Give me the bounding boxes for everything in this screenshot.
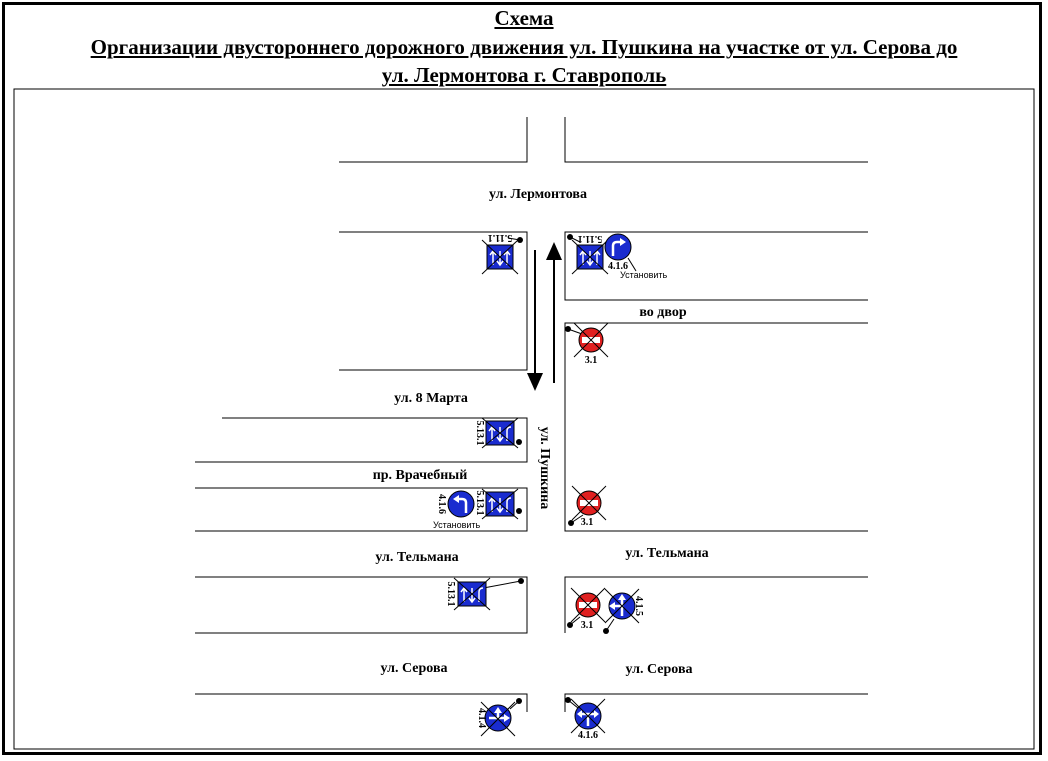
sign-code: 4.1.4 bbox=[476, 708, 487, 728]
road-edge bbox=[339, 117, 528, 163]
road-edge bbox=[564, 576, 868, 633]
lane-sign-icon: 5.11.1 bbox=[481, 232, 523, 275]
road-edges bbox=[195, 117, 868, 712]
road-edge bbox=[564, 322, 868, 532]
sign-code: 4.1.6 bbox=[608, 261, 628, 272]
sign-code: 5.13.1 bbox=[445, 582, 456, 607]
sign-code: 5.13.1 bbox=[474, 421, 485, 446]
sign-code: 3.1 bbox=[581, 620, 594, 631]
lane-sign-icon: 5.11.1 bbox=[567, 233, 609, 275]
road-edge bbox=[195, 693, 528, 712]
title-line-3: ул. Лермонтова г. Ставрополь bbox=[381, 63, 667, 87]
inner-frame bbox=[13, 88, 1035, 750]
sign-code: 5.11.1 bbox=[488, 232, 512, 243]
sign-code: 5.13.1 bbox=[474, 491, 485, 516]
straight-or-right-sign-icon: 4.1.4 bbox=[476, 698, 522, 737]
title-line-1: Схема bbox=[494, 6, 554, 30]
street-label-pushkina: ул. Пушкина bbox=[537, 427, 552, 509]
no-entry-sign-icon: 3.1 bbox=[568, 485, 607, 528]
title-line-2: Организации двустороннего дорожного движ… bbox=[90, 35, 958, 59]
street-label-telmana-right: ул. Тельмана bbox=[625, 546, 708, 561]
sign-code: 4.1.5 bbox=[633, 596, 644, 616]
street-label-serova-left: ул. Серова bbox=[381, 661, 448, 676]
lane-sign-icon: 5.13.1 bbox=[474, 417, 522, 449]
no-entry-sign-icon: 3.1 bbox=[565, 322, 609, 366]
sign-code: 4.1.6 bbox=[436, 494, 447, 514]
turn-right-sign-icon: 4.1.6 Установить bbox=[604, 233, 668, 280]
sign-note: Установить bbox=[620, 270, 668, 280]
street-label-telmana-left: ул. Тельмана bbox=[375, 550, 458, 565]
sign-note: Установить bbox=[433, 520, 481, 530]
sign-code: 4.1.6 bbox=[578, 730, 598, 741]
road-edge bbox=[195, 576, 528, 634]
lane-sign-icon: 5.13.1 bbox=[474, 488, 522, 520]
road-edge bbox=[564, 231, 868, 301]
street-label-lermontova: ул. Лермонтова bbox=[489, 187, 587, 202]
street-label-vo-dvor: во двор bbox=[639, 305, 687, 320]
road-edge bbox=[195, 417, 528, 463]
straight-or-left-sign-icon: 4.1.5 bbox=[603, 588, 644, 634]
street-label-8-marta: ул. 8 Марта bbox=[394, 391, 468, 406]
road-edge bbox=[564, 693, 868, 712]
road-edge bbox=[339, 231, 528, 371]
turn-left-sign-icon: 4.1.6 Установить bbox=[433, 490, 481, 530]
street-label-serova-right: ул. Серова bbox=[626, 662, 693, 677]
no-entry-sign-icon: 3.1 bbox=[567, 587, 606, 631]
street-label-vrachebny: пр. Врачебный bbox=[373, 468, 468, 483]
road-edge bbox=[195, 487, 528, 532]
lane-sign-icon: 5.13.1 bbox=[445, 577, 524, 611]
sign-code: 5.11.1 bbox=[578, 233, 602, 244]
sign-code: 3.1 bbox=[581, 517, 594, 528]
sign-code: 3.1 bbox=[585, 355, 598, 366]
road-edge bbox=[564, 117, 868, 163]
left-or-right-sign-icon: 4.1.6 bbox=[565, 697, 606, 741]
